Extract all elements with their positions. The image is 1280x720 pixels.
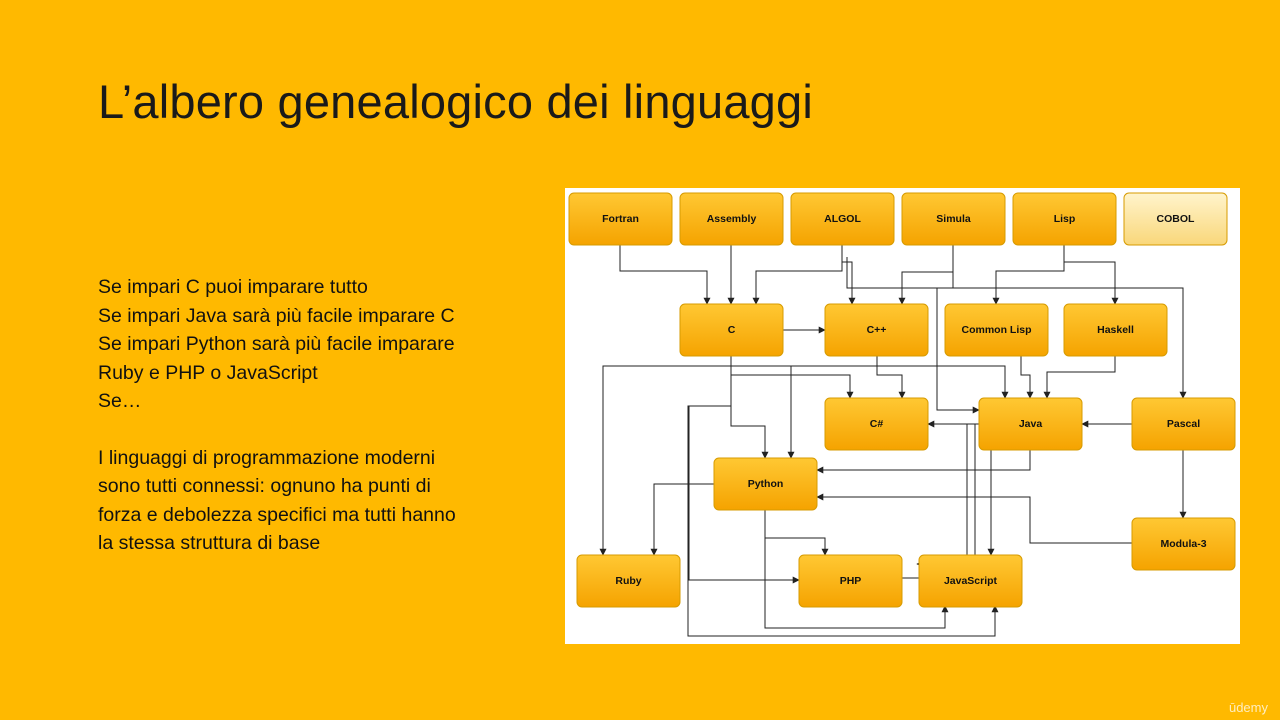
node-box bbox=[824, 303, 929, 357]
edge-fortran-to-c bbox=[619, 245, 711, 305]
body-line: Ruby e PHP o JavaScript bbox=[98, 361, 318, 384]
node-label: Simula bbox=[936, 213, 971, 225]
node-cobol: COBOL bbox=[1123, 192, 1228, 246]
node-label: Fortran bbox=[602, 213, 639, 225]
node-box bbox=[918, 554, 1023, 608]
node-label: C++ bbox=[867, 324, 887, 336]
node-box bbox=[568, 192, 673, 246]
edge-lisp-to-common_lisp bbox=[992, 245, 1065, 305]
edge-simula-to-cpp bbox=[898, 245, 954, 305]
edge-simula-to-java bbox=[936, 245, 980, 414]
edge-python-to-ruby bbox=[816, 493, 1132, 544]
body-line: Se impari Python sarà più facile imparar… bbox=[98, 333, 455, 355]
node-label: COBOL bbox=[1157, 213, 1196, 225]
edge-c-to-ruby bbox=[599, 356, 732, 556]
udemy-watermark: ūdemy bbox=[1228, 700, 1268, 715]
node-assembly: Assembly bbox=[679, 192, 784, 246]
slide-title: L’albero genealogico dei linguaggi bbox=[98, 75, 813, 128]
node-pascal: Pascal bbox=[1131, 397, 1236, 451]
node-label: ALGOL bbox=[824, 213, 861, 225]
diagram-canvas: Fortran Assembly ALGOL Simula Lisp COBOL C C++ C… bbox=[568, 192, 1236, 637]
paragraph-spacer bbox=[98, 416, 538, 444]
edge-lisp-to-haskell bbox=[1063, 245, 1119, 305]
node-csharp: C# bbox=[824, 397, 929, 451]
node-box bbox=[944, 303, 1049, 357]
edge-common_lisp-to-java bbox=[1043, 356, 1116, 399]
node-box bbox=[1012, 192, 1117, 246]
edge-cpp-to-csharp bbox=[1020, 356, 1034, 399]
node-label: Modula-3 bbox=[1160, 538, 1206, 550]
edge-c-to-python bbox=[730, 356, 769, 459]
edge-c-to-java bbox=[730, 356, 1009, 399]
node-cpp: C++ bbox=[824, 303, 929, 357]
edge bbox=[764, 510, 949, 629]
node-javascript: JavaScript bbox=[918, 554, 1023, 608]
edge-algol-to-c bbox=[752, 245, 843, 305]
node-box bbox=[798, 554, 903, 608]
body-line: la stessa struttura di base bbox=[98, 532, 321, 554]
node-c: C bbox=[679, 303, 784, 357]
node-box bbox=[576, 554, 681, 608]
node-label: Haskell bbox=[1097, 324, 1134, 336]
body-line: I linguaggi di programmazione moderni bbox=[98, 446, 436, 469]
node-box bbox=[790, 192, 895, 246]
node-box bbox=[679, 192, 784, 246]
node-label: Assembly bbox=[707, 213, 757, 225]
node-box bbox=[978, 397, 1083, 451]
node-lisp: Lisp bbox=[1012, 192, 1117, 246]
body-line: Se impari C puoi imparare tutto bbox=[98, 276, 368, 298]
node-algol: ALGOL bbox=[790, 192, 895, 246]
node-java: Java bbox=[978, 397, 1083, 451]
node-box bbox=[1131, 397, 1236, 451]
node-ruby: Ruby bbox=[576, 554, 681, 608]
node-box bbox=[1123, 192, 1228, 246]
node-simula: Simula bbox=[901, 192, 1006, 246]
body-line: sono tutti connessi: ognuno ha punti di bbox=[98, 475, 431, 497]
language-family-tree-diagram: Fortran Assembly ALGOL Simula Lisp COBOL C C++ C… bbox=[565, 188, 1240, 644]
node-fortran: Fortran bbox=[568, 192, 673, 246]
node-box bbox=[1131, 517, 1236, 571]
node-modula3: Modula-3 bbox=[1131, 517, 1236, 571]
node-label: JavaScript bbox=[944, 575, 998, 587]
node-box bbox=[679, 303, 784, 357]
edge-algol-to-pascal bbox=[846, 257, 1187, 399]
node-label: Pascal bbox=[1167, 418, 1200, 430]
edge-c-to-php bbox=[730, 356, 795, 459]
slide-body-text: Se impari C puoi imparare tutto Se impar… bbox=[98, 273, 538, 558]
nodes-layer: Fortran Assembly ALGOL Simula Lisp COBOL C C++ C… bbox=[568, 192, 1236, 608]
node-label: C bbox=[728, 324, 736, 336]
edge-java-to-csharp bbox=[816, 450, 1031, 474]
node-label: C# bbox=[870, 418, 884, 430]
body-line: Se impari Java sarà più facile imparare … bbox=[98, 304, 455, 327]
node-python: Python bbox=[713, 457, 818, 511]
edge-pascal-to-java bbox=[687, 405, 999, 637]
node-label: Java bbox=[1019, 418, 1043, 430]
node-common-lisp: Common Lisp bbox=[944, 303, 1049, 357]
node-box bbox=[901, 192, 1006, 246]
node-label: Ruby bbox=[615, 575, 641, 587]
node-box bbox=[713, 457, 818, 511]
node-label: Common Lisp bbox=[962, 324, 1032, 336]
edge-c-to-javascript bbox=[876, 356, 906, 399]
body-line: forza e debolezza specifici ma tutti han… bbox=[98, 503, 456, 526]
edge-python-to-php bbox=[650, 483, 714, 556]
node-label: PHP bbox=[840, 575, 862, 587]
node-label: Lisp bbox=[1054, 213, 1076, 225]
body-line: Se… bbox=[98, 390, 142, 412]
node-haskell: Haskell bbox=[1063, 303, 1168, 357]
edge-python-to-javascript bbox=[764, 510, 829, 556]
node-box bbox=[824, 397, 929, 451]
node-label: Python bbox=[748, 478, 784, 490]
node-box bbox=[1063, 303, 1168, 357]
node-php: PHP bbox=[798, 554, 903, 608]
